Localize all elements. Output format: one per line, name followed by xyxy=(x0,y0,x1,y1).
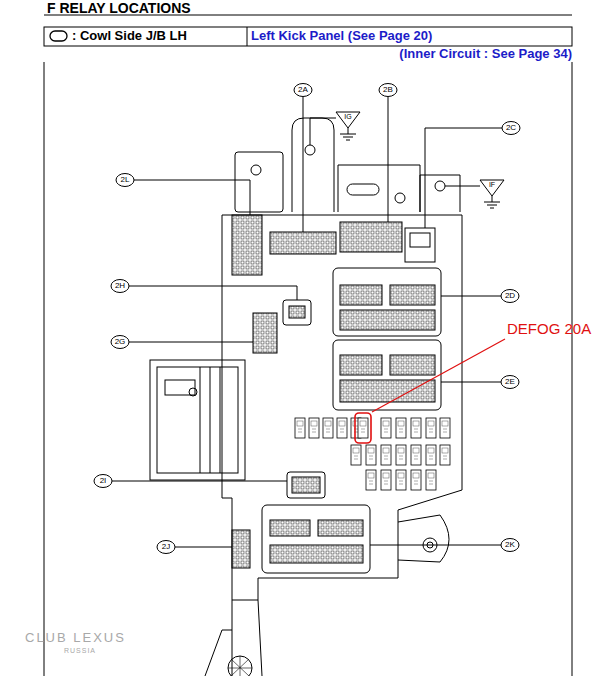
callout-number: 2G xyxy=(115,337,126,346)
callout-number: 2C xyxy=(506,123,516,132)
ground-label: IF xyxy=(489,181,495,189)
callout-number: 2D xyxy=(505,291,515,300)
callout-number: 2K xyxy=(505,540,515,549)
watermark: RUSSIA xyxy=(64,647,96,655)
callout-number: 2H xyxy=(115,281,125,290)
page-title: F RELAY LOCATIONS xyxy=(47,0,191,16)
callout-number: 2B xyxy=(383,85,393,94)
callout-number: 2A xyxy=(298,85,308,94)
callout-number: 2L xyxy=(121,175,130,184)
page-reference: Left Kick Panel (See Page 20) xyxy=(251,29,432,44)
callout-number: 2J xyxy=(162,542,170,551)
ground-label: IG xyxy=(344,113,351,121)
callout-number: 2E xyxy=(505,377,515,386)
watermark: CLUB LEXUS xyxy=(25,631,126,646)
callout-number: 2I xyxy=(100,476,107,485)
page-reference: (Inner Circuit : See Page 34) xyxy=(399,47,572,62)
table-cell: : Cowl Side J/B LH xyxy=(72,29,187,44)
fuse-label: DEFOG 20A xyxy=(507,320,591,337)
